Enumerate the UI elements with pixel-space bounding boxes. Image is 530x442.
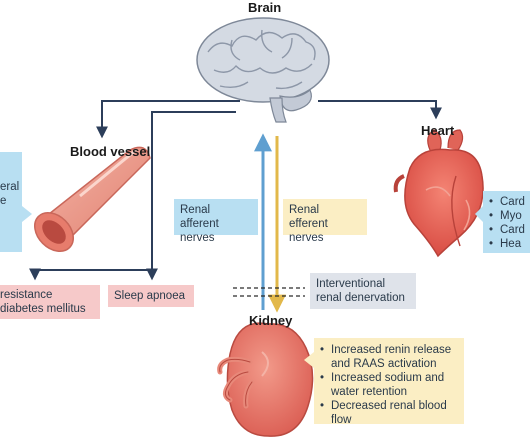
kidney-effects-list: Increased renin release and RAAS activat… — [320, 343, 458, 427]
heart-effect-item: Card — [489, 195, 530, 209]
resistance-line-2: diabetes mellitus — [0, 303, 86, 315]
heart-effects-box: Card Myo Card Hea — [483, 191, 530, 253]
heart-label: Heart — [421, 123, 455, 138]
kidney-effects-box: Increased renin release and RAAS activat… — [314, 338, 464, 427]
brain-icon — [196, 17, 330, 123]
renal-afferent-line-2: nerves — [180, 232, 215, 244]
heart-callout-pointer — [475, 206, 483, 222]
interventional-box: Interventional renal denervation — [310, 273, 416, 309]
sleep-apnoea-box: Sleep apnoea — [108, 285, 194, 307]
renal-afferent-line-1: Renal afferent — [180, 204, 219, 230]
heart-effect-item: Card — [489, 223, 530, 237]
vessel-callout-pointer — [22, 206, 32, 222]
vessel-effects-box: eral e — [0, 152, 22, 252]
kidney-effect-item: Increased sodium and water retention — [320, 371, 458, 399]
interventional-line-1: Interventional — [316, 278, 386, 290]
renal-afferent-box: Renal afferent nerves — [174, 199, 258, 244]
vessel-effects-line-1: eral — [0, 181, 20, 193]
blood-vessel-label: Blood vessel — [70, 144, 151, 159]
kidney-effect-item: Increased renin release and RAAS activat… — [320, 343, 458, 371]
blood-vessel-icon — [34, 146, 151, 252]
heart-effect-item: Myo — [489, 209, 530, 223]
brain-label: Brain — [248, 0, 282, 15]
kidney-callout-pointer — [304, 352, 314, 368]
renal-efferent-box: Renal efferent nerves — [283, 199, 367, 244]
renal-efferent-line-2: nerves — [289, 232, 324, 244]
vessel-effects-line-2: e — [0, 195, 7, 207]
resistance-line-1: resistance — [0, 289, 53, 301]
brain-connectors — [29, 100, 442, 281]
kidney-icon — [217, 322, 314, 437]
interventional-line-2: renal denervation — [316, 292, 405, 304]
kidney-effect-item: Decreased renal blood flow — [320, 399, 458, 427]
denervation-lines — [233, 287, 305, 297]
resistance-box: resistance diabetes mellitus — [0, 285, 100, 319]
renal-efferent-line-1: Renal efferent — [289, 204, 328, 230]
heart-effect-item: Hea — [489, 237, 530, 251]
heart-icon — [393, 129, 484, 258]
heart-effects-list: Card Myo Card Hea — [489, 195, 530, 251]
kidney-label: Kidney — [249, 313, 293, 328]
